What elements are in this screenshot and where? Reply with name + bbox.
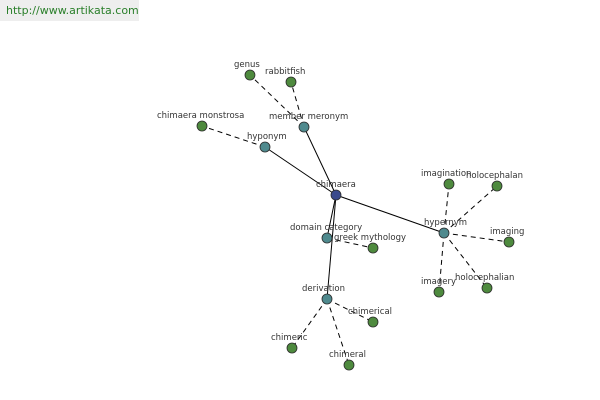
edge-chimaera-to-hyponym xyxy=(264,146,337,196)
edge-hypernym-to-imagery xyxy=(438,232,445,293)
node-label-imagination[interactable]: imagination xyxy=(421,169,472,179)
url-banner: http://www.artikata.com xyxy=(0,0,139,21)
node-label-chimeral[interactable]: chimeral xyxy=(329,350,366,360)
edge-member-meronym-to-genus xyxy=(249,74,305,128)
node-label-chimaera[interactable]: chimaera xyxy=(316,180,356,190)
edge-derivation-to-chimeric xyxy=(291,298,328,349)
nodes-layer xyxy=(196,69,515,371)
edge-domain-category-to-greek-mythology xyxy=(326,237,374,249)
node-chimeral[interactable] xyxy=(343,359,355,371)
node-label-rabbitfish[interactable]: rabbitfish xyxy=(265,67,305,77)
edge-chimaera-to-derivation xyxy=(326,194,337,300)
node-holocephalan[interactable] xyxy=(491,180,503,192)
node-imagination[interactable] xyxy=(443,178,455,190)
node-chimeric[interactable] xyxy=(286,342,298,354)
node-hyponym[interactable] xyxy=(259,141,271,153)
labels-layer: chimaera member meronym hyponym hypernym dom… xyxy=(157,60,524,360)
node-hypernym[interactable] xyxy=(438,227,450,239)
edge-chimaera-to-hypernym xyxy=(335,194,445,234)
node-label-chimeric[interactable]: chimeric xyxy=(271,333,308,343)
node-label-hypernym[interactable]: hypernym xyxy=(424,218,467,228)
node-chimaera-monstrosa[interactable] xyxy=(196,120,208,132)
node-domain-category[interactable] xyxy=(321,232,333,244)
edge-hypernym-to-holocephalan xyxy=(443,185,498,234)
node-label-imagery[interactable]: imagery xyxy=(421,277,456,287)
edge-chimaera-to-domain-category xyxy=(326,194,337,239)
edges-layer xyxy=(201,74,510,366)
node-holocephalian[interactable] xyxy=(481,282,493,294)
node-label-member-meronym[interactable]: member meronym xyxy=(269,112,348,122)
node-label-chimaera-monstrosa[interactable]: chimaera monstrosa xyxy=(157,111,244,121)
node-rabbitfish[interactable] xyxy=(285,76,297,88)
node-greek-mythology[interactable] xyxy=(367,242,379,254)
node-member-meronym[interactable] xyxy=(298,121,310,133)
node-label-holocephalan[interactable]: holocephalan xyxy=(466,171,523,181)
node-label-derivation[interactable]: derivation xyxy=(302,284,345,294)
edge-hypernym-to-imaging xyxy=(443,232,510,243)
edge-member-meronym-to-rabbitfish xyxy=(290,81,305,128)
node-genus[interactable] xyxy=(244,69,256,81)
node-chimerical[interactable] xyxy=(367,316,379,328)
node-imagery[interactable] xyxy=(433,286,445,298)
node-label-genus[interactable]: genus xyxy=(234,60,260,70)
edge-chimaera-to-member-meronym xyxy=(303,126,337,196)
node-label-hyponym[interactable]: hyponym xyxy=(247,132,287,142)
edge-hypernym-to-holocephalian xyxy=(443,232,488,289)
site-url-link[interactable]: http://www.artikata.com xyxy=(6,4,139,17)
node-label-chimerical[interactable]: chimerical xyxy=(348,307,392,317)
edge-hyponym-to-chimaera-monstrosa xyxy=(201,125,266,148)
node-label-greek-mythology[interactable]: greek mythology xyxy=(334,233,406,243)
node-imaging[interactable] xyxy=(503,236,515,248)
node-label-imaging[interactable]: imaging xyxy=(490,227,524,237)
node-derivation[interactable] xyxy=(321,293,333,305)
node-label-holocephalian[interactable]: holocephalian xyxy=(455,273,514,283)
node-chimaera[interactable] xyxy=(330,189,342,201)
edge-derivation-to-chimeral xyxy=(326,298,350,366)
node-label-domain-category[interactable]: domain category xyxy=(290,223,362,233)
